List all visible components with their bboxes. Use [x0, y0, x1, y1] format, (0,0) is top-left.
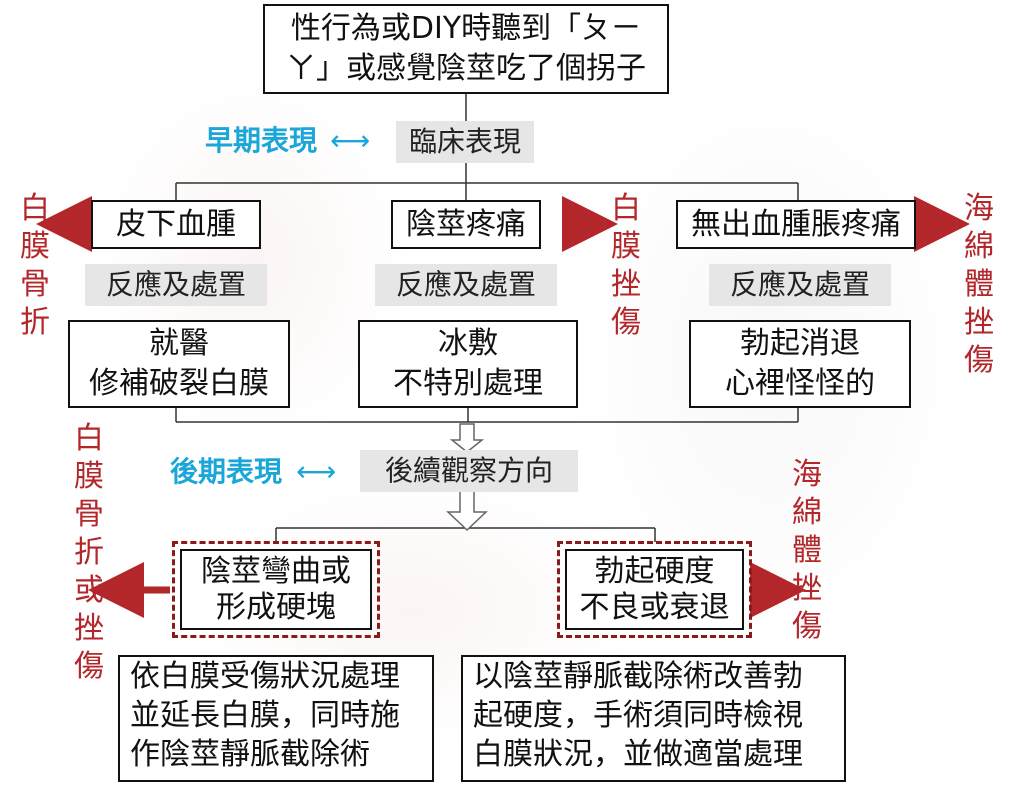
action-box-right: 勃起消退 心裡怪怪的 — [689, 320, 911, 408]
issue-box-erection-hardness: 勃起硬度 不良或衰退 — [565, 549, 744, 630]
late-stage-arrow: ⟷ — [296, 455, 337, 488]
symptom-subcutaneous-hematoma: 皮下血腫 — [91, 200, 261, 249]
symptom-no-bleeding-swelling-pain: 無出血腫脹疼痛 — [676, 200, 916, 249]
trigger-line-2: ㄚ」或感覺陰莖吃了個拐子 — [286, 51, 646, 86]
issue-box-curvature-lump: 陰莖彎曲或 形成硬塊 — [180, 549, 372, 630]
diagnosis-left-early: 白膜骨折 — [20, 191, 50, 340]
clinical-presentation-label: 臨床表現 — [396, 121, 534, 163]
trigger-line-1: 性行為或DIY時聽到「ㄆㄧ — [290, 11, 642, 46]
trigger-event-box: 性行為或DIY時聽到「ㄆㄧ ㄚ」或感覺陰莖吃了個拐子 — [263, 4, 669, 94]
late-stage-label: 後期表現 — [170, 455, 283, 488]
issue-dashed-frame-right — [557, 541, 752, 638]
reaction-label-right: 反應及處置 — [709, 264, 891, 306]
treatment-box-right: 以陰莖靜脈截除術改善勃 起硬度，手術須同時檢視 白膜狀況，並做適當處理 — [461, 655, 846, 782]
diagnosis-middle-early: 白膜挫傷 — [611, 191, 641, 340]
followup-direction-label: 後續觀察方向 — [360, 450, 578, 492]
symptom-penile-pain: 陰莖疼痛 — [391, 200, 541, 249]
early-stage-arrow: ⟷ — [330, 124, 371, 157]
reaction-label-middle: 反應及處置 — [375, 264, 557, 306]
reaction-label-left: 反應及處置 — [85, 264, 267, 306]
action-box-left: 就醫 修補破裂白膜 — [68, 320, 290, 408]
early-stage-label: 早期表現 — [205, 124, 318, 157]
issue-dashed-frame-left — [172, 541, 380, 638]
diagnosis-left-late: 白膜骨折或挫傷 — [74, 421, 104, 684]
treatment-box-left: 依白膜受傷狀況處理 並延長白膜，同時施 作陰莖靜脈截除術 — [118, 655, 434, 782]
action-box-middle: 冰敷 不特別處理 — [358, 320, 578, 408]
diagnosis-right-early: 海綿體挫傷 — [964, 191, 994, 378]
diagnosis-right-late: 海綿體挫傷 — [792, 457, 822, 644]
